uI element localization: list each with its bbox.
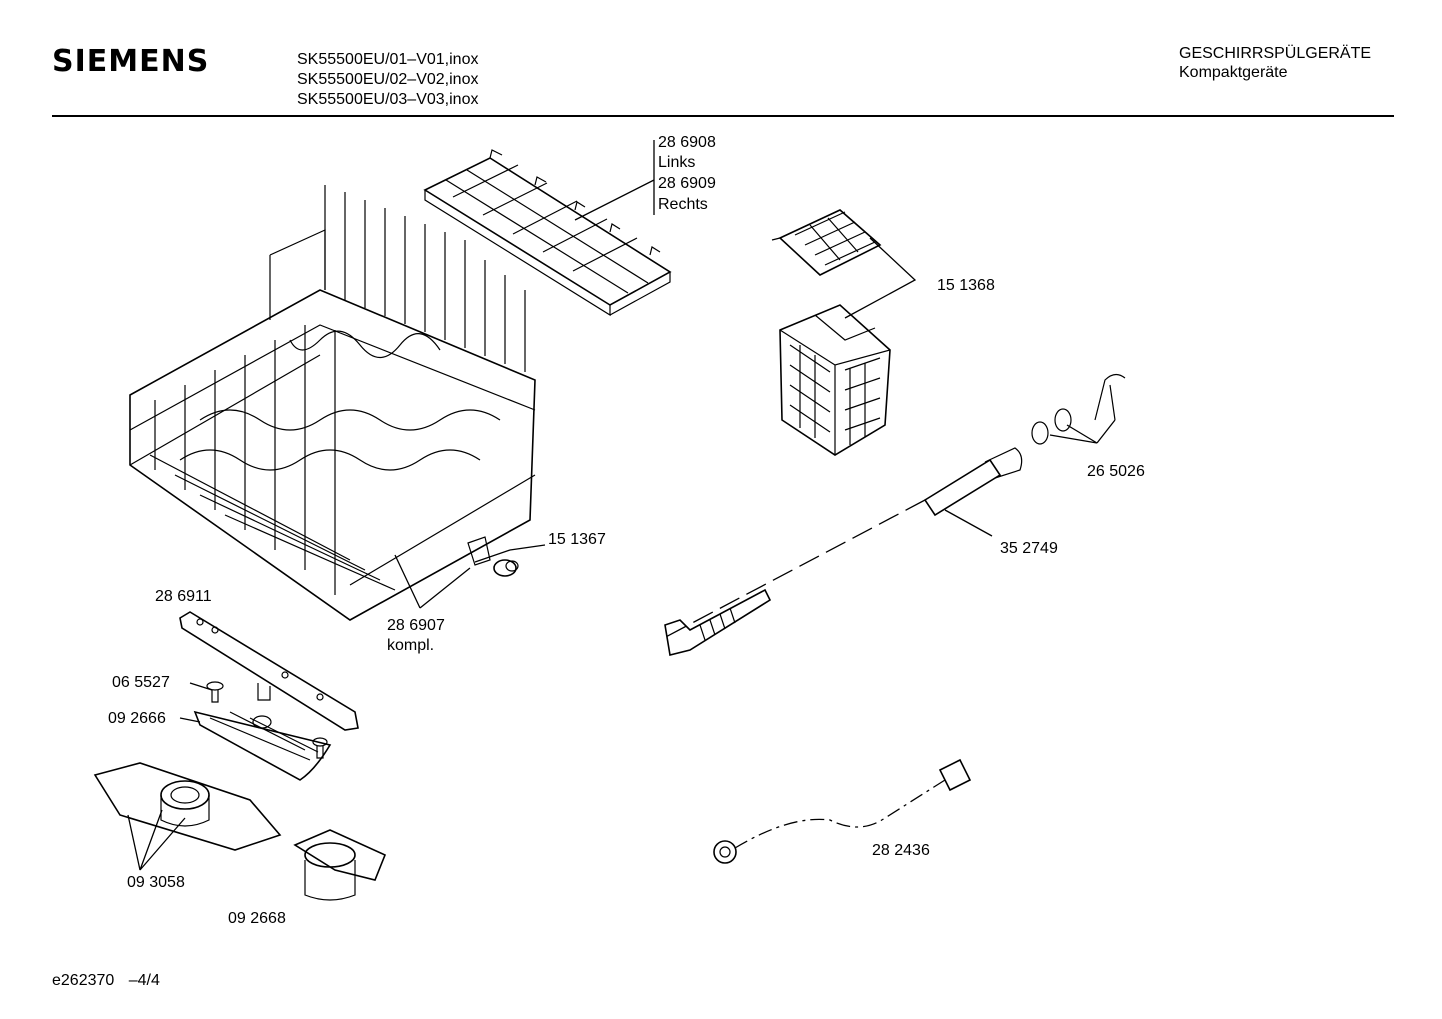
part-label-286909: 28 6909 — [658, 175, 716, 192]
part-label-links: Links — [658, 154, 696, 171]
hose-part — [923, 447, 1023, 517]
part-label-151367: 15 1367 — [548, 531, 606, 548]
leader-lines — [127, 140, 1116, 871]
header-divider — [52, 115, 1394, 117]
roller-part — [467, 536, 519, 577]
category-title: GESCHIRRSPÜLGERÄTE — [1179, 45, 1372, 62]
brand-logo: SIEMENS — [52, 44, 210, 79]
sump-part — [293, 829, 387, 901]
model-line-1: SK55500EU/01–V01,inox — [297, 51, 479, 68]
part-label-rechts: Rechts — [658, 196, 708, 213]
cutlery-basket-part — [779, 304, 891, 456]
model-list: SK55500EU/01–V01,inox SK55500EU/02–V02,i… — [297, 50, 478, 110]
part-label-286907: 28 6907 — [387, 617, 445, 634]
model-line-2: SK55500EU/02–V02,inox — [297, 71, 479, 88]
model-line-3: SK55500EU/03–V03,inox — [297, 91, 479, 108]
category-block: GESCHIRRSPÜLGERÄTE Kompaktgeräte — [1179, 44, 1371, 82]
page-number: –4/4 — [128, 972, 160, 989]
dish-rack-part — [129, 185, 536, 621]
document-id: e262370 — [52, 972, 115, 989]
part-label-092666: 09 2666 — [108, 710, 166, 727]
hose-clamp-part — [1031, 373, 1126, 445]
part-label-282436: 28 2436 — [872, 842, 930, 859]
part-label-286908: 28 6908 — [658, 134, 716, 151]
cutlery-grid-part — [423, 149, 672, 317]
part-label-265026: 26 5026 — [1087, 463, 1145, 480]
inlet-hose-part — [713, 758, 972, 864]
spray-arm-part — [179, 611, 359, 731]
part-label-kompl: kompl. — [387, 637, 435, 654]
drain-elbow-part — [664, 588, 772, 656]
part-label-093058: 09 3058 — [127, 874, 185, 891]
footer: e262370 –4/4 — [52, 972, 160, 990]
sump-cover-part — [93, 762, 282, 851]
part-label-151368: 15 1368 — [937, 277, 995, 294]
screw-part — [206, 681, 328, 759]
category-subtitle: Kompaktgeräte — [1179, 64, 1288, 81]
basket-lid-part — [771, 209, 882, 276]
part-label-286911: 28 6911 — [155, 588, 212, 605]
part-label-065527: 06 5527 — [112, 674, 170, 691]
part-label-352749: 35 2749 — [1000, 540, 1058, 557]
part-label-092668: 09 2668 — [228, 910, 286, 927]
filter-part — [193, 710, 332, 781]
